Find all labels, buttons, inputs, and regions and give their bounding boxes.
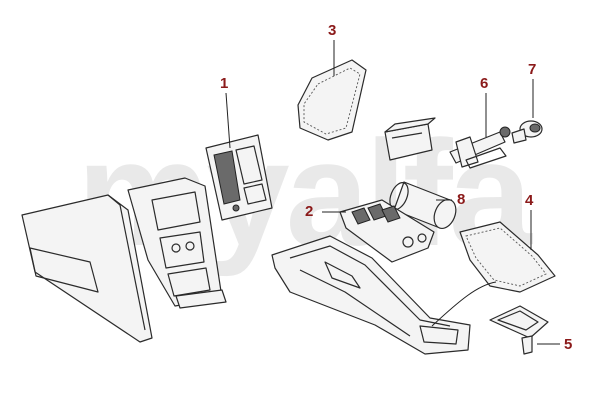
- part-4-lever-boot: [459, 221, 556, 293]
- part-6-lighter-assembly: [449, 126, 511, 169]
- callout-2: 2: [305, 203, 314, 220]
- part-7-knob: [511, 120, 543, 144]
- callout-3: 3: [328, 22, 337, 39]
- callout-1: 1: [220, 75, 229, 92]
- callout-7: 7: [528, 61, 537, 78]
- part-2-switch-bezel: [339, 199, 435, 263]
- callout-6: 6: [480, 75, 489, 92]
- part-3-gear-boot: [297, 59, 367, 141]
- callout-8: 8: [457, 191, 466, 208]
- small-storage-box: [384, 117, 436, 161]
- cable: [431, 281, 497, 327]
- callout-5: 5: [564, 336, 573, 353]
- rear-console-unit: [127, 177, 227, 309]
- leader-lines: [225, 40, 560, 345]
- center-console: [271, 235, 471, 355]
- part-1-switch-panel: [205, 134, 273, 221]
- part-5-bracket: [489, 305, 549, 355]
- callout-4: 4: [525, 192, 534, 209]
- side-panel: [21, 194, 153, 343]
